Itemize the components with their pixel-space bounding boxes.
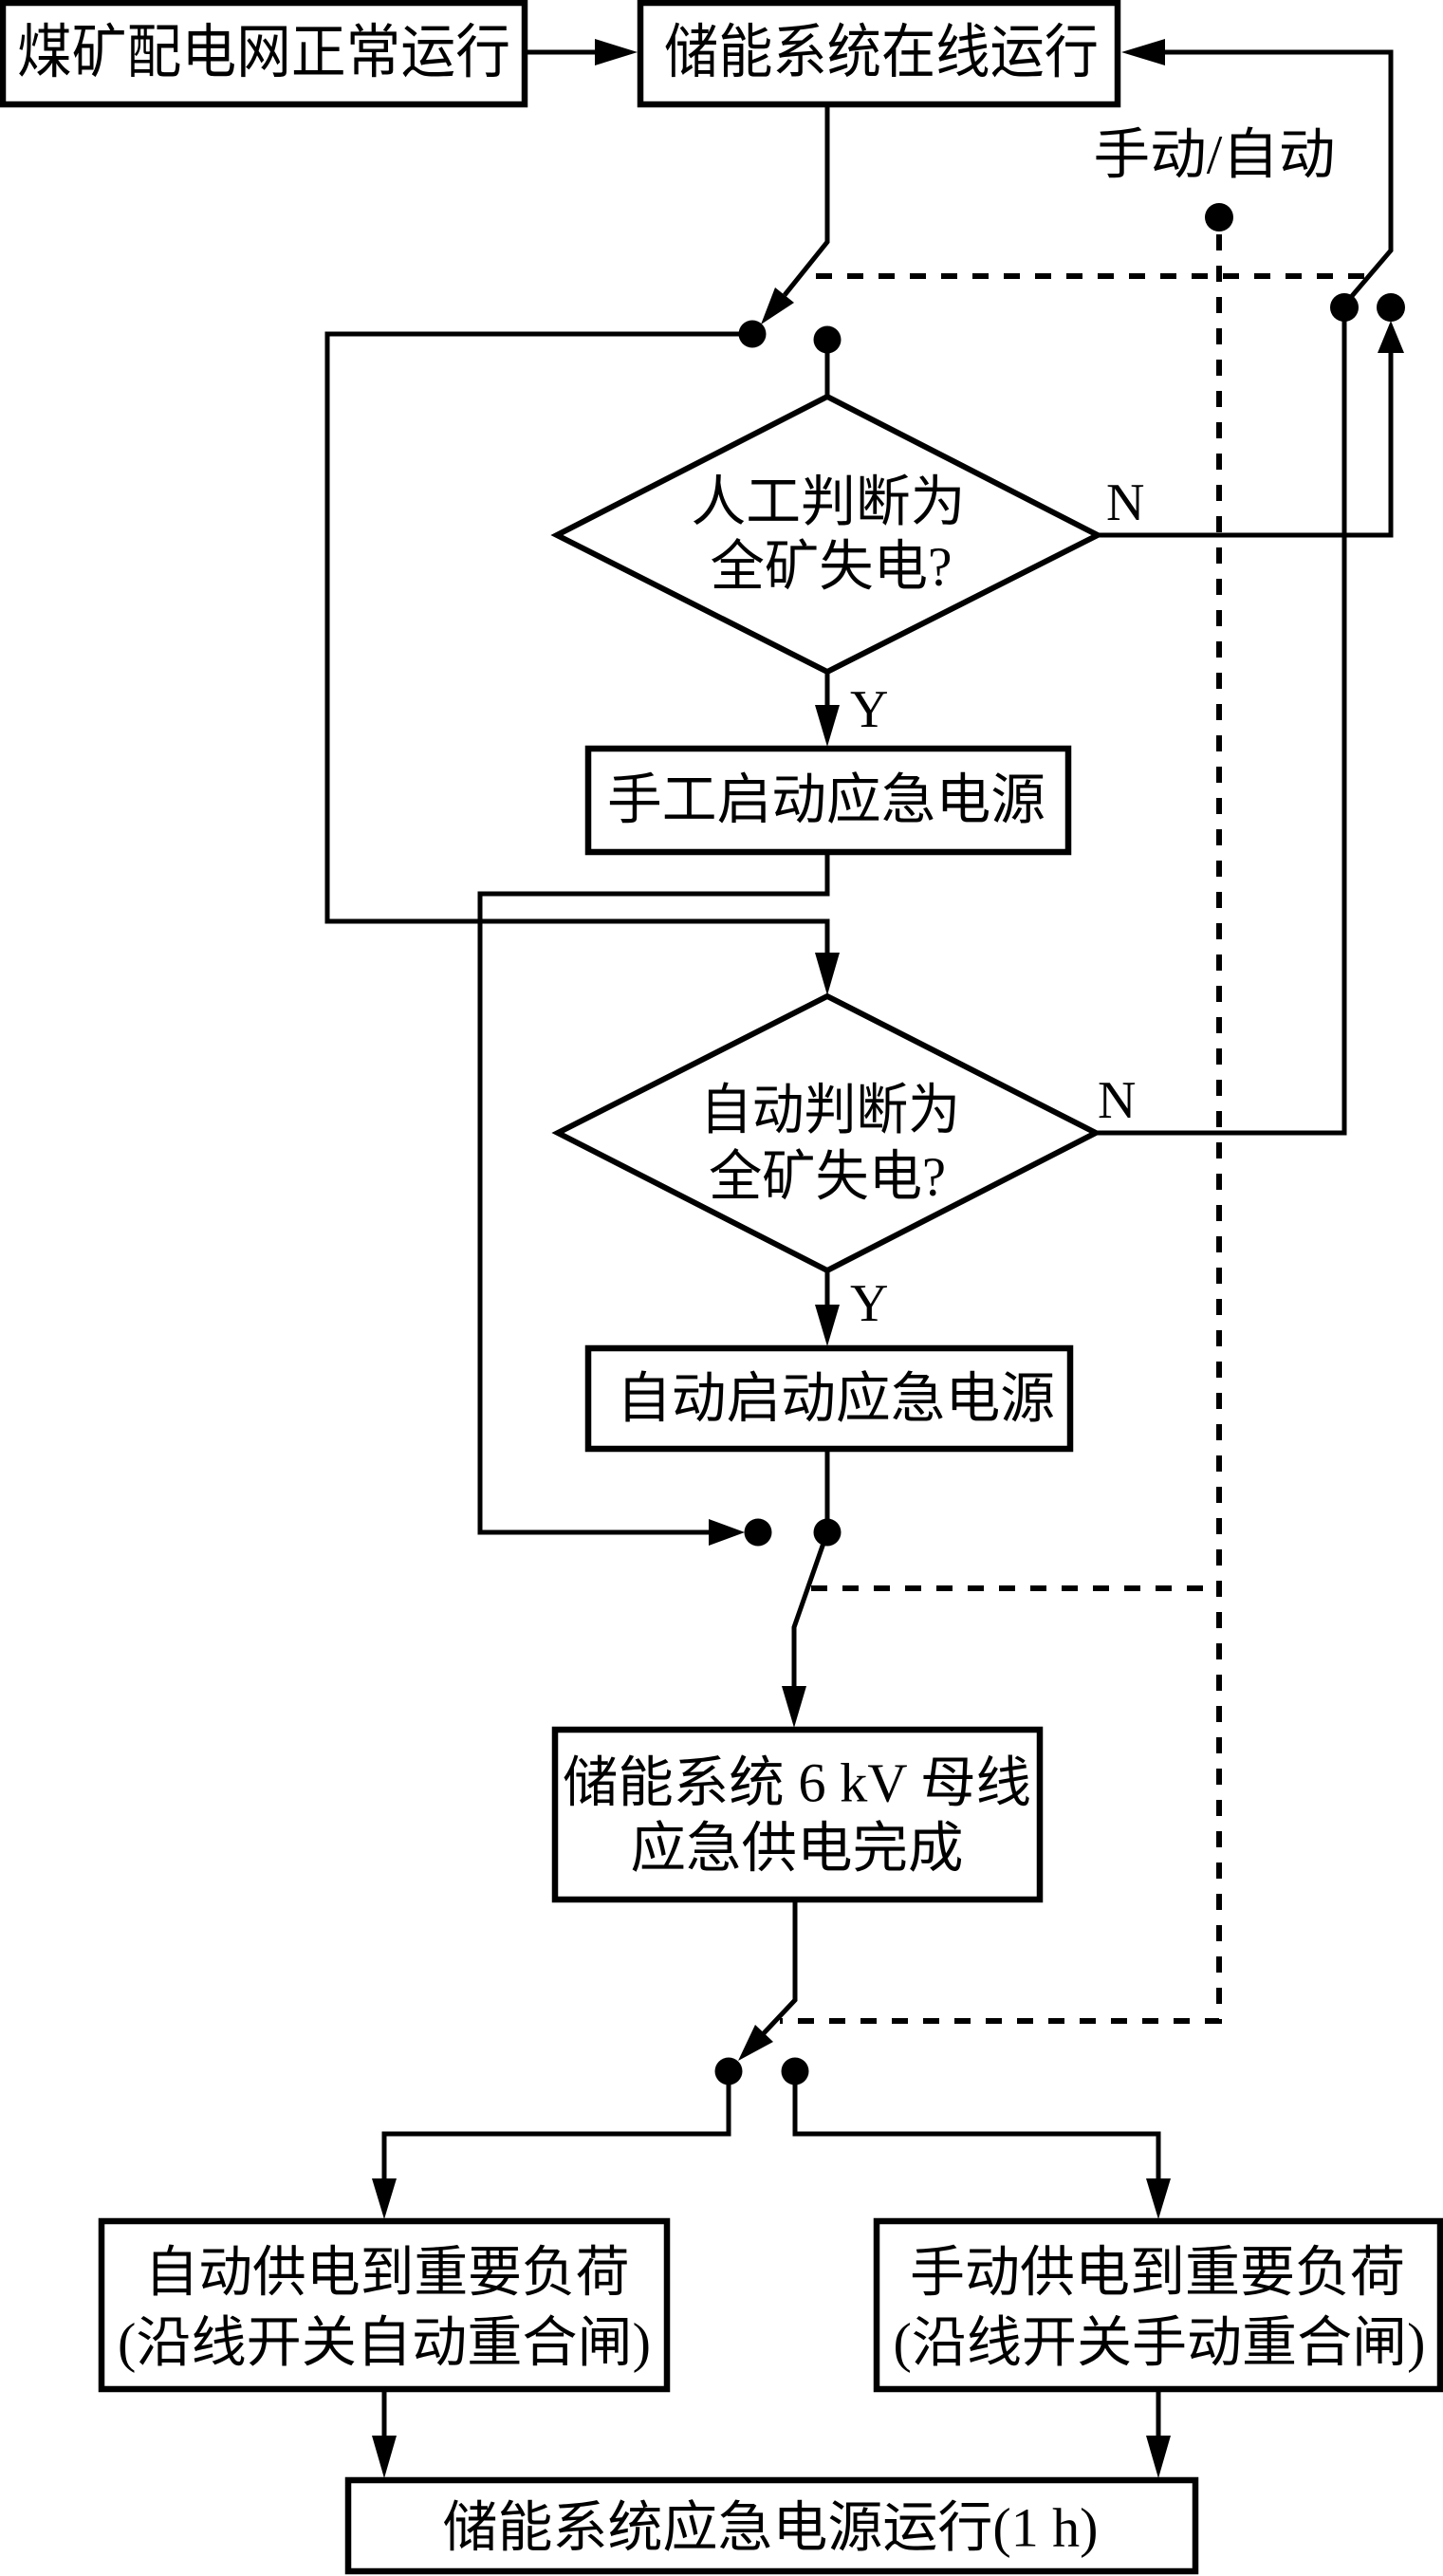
- arrowhead-down-icon: [815, 1305, 840, 1346]
- node-emergency-run: 储能系统应急电源运行(1 h): [344, 2476, 1199, 2575]
- switch-3-lever: [791, 1531, 830, 1688]
- connectors: [324, 39, 1404, 2478]
- node-auto-supply-loads: 自动供电到重要负荷 (沿线开关自动重合闸): [98, 2217, 671, 2393]
- node-label-line-2: 全矿失电?: [711, 536, 953, 598]
- node-manual-judge: 人工判断为 全矿失电? N Y: [550, 393, 1144, 739]
- node-label-line-2: (沿线开关手动重合闸): [894, 2312, 1426, 2374]
- node-label: 煤矿配电网正常运行: [17, 21, 510, 85]
- connector-switch-4-auto-to-auto-supply: [381, 2071, 731, 2180]
- node-label-line-2: 全矿失电?: [709, 1146, 946, 1208]
- switch-2-manual-contact-dot: [1377, 293, 1405, 322]
- linkage-vertical-dashed-line: [780, 234, 1222, 2024]
- node-label: 自动启动应急电源: [617, 1368, 1055, 1430]
- mode-switch-label: 手动/自动: [1094, 124, 1336, 186]
- connector-switch-4-manual-to-manual-supply: [792, 2071, 1161, 2180]
- arrowhead-down-icon: [815, 705, 840, 747]
- switch-4-lever: [762, 1900, 798, 2035]
- node-bus-supply-complete: 储能系统 6 kV 母线 应急供电完成: [551, 1726, 1044, 1903]
- process-box: [0, 0, 528, 108]
- decision-diamond: [550, 393, 1104, 676]
- branch-label-yes: Y: [850, 680, 888, 739]
- node-label-line-1: 人工判断为: [692, 472, 966, 533]
- decision-diamond: [551, 992, 1102, 1274]
- process-box: [637, 0, 1121, 108]
- node-label-line-1: 自动判断为: [700, 1080, 960, 1141]
- node-label-line-1: 储能系统 6 kV 母线: [563, 1752, 1031, 1814]
- switch-1-manual-contact-dot: [813, 325, 842, 354]
- node-label: 储能系统应急电源运行(1 h): [443, 2497, 1099, 2559]
- mode-linkage: 手动/自动: [780, 124, 1378, 2024]
- connector-manual-start-to-switch-3: [477, 852, 830, 1535]
- node-manual-supply-loads: 手动供电到重要负荷 (沿线开关手动重合闸): [873, 2217, 1443, 2393]
- process-box: [584, 745, 1072, 856]
- node-auto-start: 自动启动应急电源: [584, 1344, 1074, 1453]
- branch-label-no: N: [1106, 473, 1144, 532]
- switch-1-lever: [783, 104, 830, 297]
- switch-3-manual-contact-dot: [744, 1518, 772, 1547]
- arrowhead-down-icon: [1146, 2178, 1171, 2219]
- node-label: 手工启动应急电源: [607, 769, 1045, 831]
- arrowhead-down-icon: [815, 953, 840, 995]
- node-label-line-1: 手动供电到重要负荷: [910, 2242, 1405, 2304]
- switch-4-manual-contact-dot: [781, 2057, 809, 2085]
- arrowhead-down-icon: [1146, 2436, 1171, 2478]
- arrowhead-up-icon: [1378, 321, 1404, 353]
- process-box: [873, 2217, 1443, 2393]
- process-box: [344, 2476, 1199, 2575]
- switch-contacts: [714, 293, 1405, 2085]
- branch-label-yes: Y: [850, 1274, 888, 1333]
- process-box: [551, 1726, 1044, 1903]
- node-label-line-1: 自动供电到重要负荷: [145, 2242, 630, 2304]
- arrowhead-right-icon: [709, 1519, 745, 1546]
- connector-manual-judge-no: [1098, 353, 1394, 538]
- process-box: [584, 1344, 1074, 1453]
- node-label-line-2: 应急供电完成: [631, 1818, 964, 1880]
- switch-4-auto-contact-dot: [714, 2057, 743, 2085]
- switch-2-lever-feedback-line: [1163, 49, 1394, 298]
- arrowhead-left-icon: [1121, 39, 1165, 65]
- node-manual-start: 手工启动应急电源: [584, 745, 1072, 856]
- node-storage-online: 储能系统在线运行: [637, 0, 1121, 108]
- arrowhead-diagonal-icon: [761, 287, 794, 324]
- mode-selector-dot: [1205, 203, 1233, 232]
- arrowhead-down-icon: [372, 2178, 397, 2219]
- connector-switch-1-auto-to-auto-judge: [324, 331, 830, 954]
- node-label: 储能系统在线运行: [664, 21, 1099, 85]
- arrowhead-diagonal-icon: [738, 2025, 773, 2061]
- branch-label-no: N: [1098, 1071, 1136, 1130]
- switch-2-auto-contact-dot: [1330, 293, 1359, 322]
- process-box: [98, 2217, 671, 2393]
- node-auto-judge: 自动判断为 全矿失电? N Y: [551, 992, 1136, 1333]
- arrowhead-down-icon: [782, 1686, 806, 1728]
- node-grid-normal: 煤矿配电网正常运行: [0, 0, 528, 108]
- switch-1-auto-contact-dot: [738, 320, 767, 348]
- node-label-line-2: (沿线开关自动重合闸): [118, 2312, 651, 2374]
- switch-3-auto-contact-dot: [813, 1518, 842, 1547]
- arrowhead-right-icon: [595, 39, 638, 65]
- arrowhead-down-icon: [372, 2436, 397, 2478]
- connector-auto-judge-no: [1096, 307, 1347, 1136]
